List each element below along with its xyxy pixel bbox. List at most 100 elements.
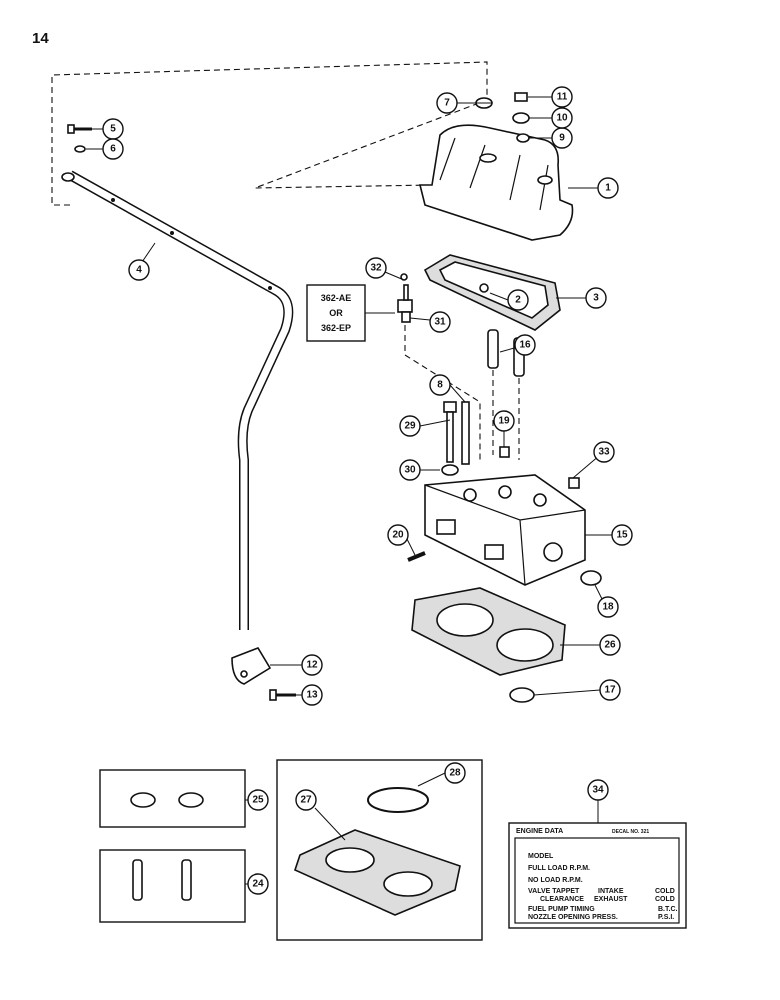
callout-29: 29	[399, 415, 421, 437]
model-note-line-1: 362-AE	[321, 293, 352, 303]
svg-text:4: 4	[136, 265, 142, 276]
callout-8: 8	[429, 374, 451, 396]
svg-text:15: 15	[616, 530, 628, 541]
callout-31: 31	[429, 311, 451, 333]
engine-data-intake: INTAKE	[598, 888, 624, 895]
callout-18: 18	[597, 596, 619, 618]
svg-text:13: 13	[306, 690, 318, 701]
model-note-line-2: OR	[329, 308, 343, 318]
callout-33: 33	[593, 441, 615, 463]
svg-text:20: 20	[392, 530, 404, 541]
callout-5: 5	[102, 118, 124, 140]
svg-text:28: 28	[449, 768, 461, 779]
svg-text:25: 25	[252, 795, 264, 806]
gasket-kit-box	[276, 759, 483, 941]
svg-text:8: 8	[437, 380, 443, 391]
model-note-line-3: 362-EP	[321, 323, 351, 333]
injector-sleeve	[580, 570, 602, 586]
callout-2: 2	[507, 289, 529, 311]
engine-data-no-load: NO LOAD R.P.M.	[528, 877, 583, 884]
engine-data-cold-2: COLD	[655, 896, 675, 903]
engine-data-btc: B.T.C.	[658, 906, 678, 913]
callout-30: 30	[399, 459, 421, 481]
callout-11: 11	[551, 86, 573, 108]
svg-text:5: 5	[110, 124, 116, 135]
head-plug	[568, 477, 580, 489]
dowel-pin	[407, 551, 426, 562]
svg-text:2: 2	[515, 295, 521, 306]
svg-text:3: 3	[593, 293, 599, 304]
svg-text:24: 24	[252, 879, 264, 890]
breather-fitting	[397, 284, 413, 323]
head-nut	[499, 446, 510, 458]
flange-screw	[269, 689, 296, 701]
cover-nut	[514, 92, 528, 102]
callout-16: 16	[514, 334, 536, 356]
head-gasket	[411, 587, 566, 676]
callout-7: 7	[436, 92, 458, 114]
kit-box-25	[99, 769, 246, 828]
callout-10: 10	[551, 107, 573, 129]
engine-data-decal: ENGINE DATA DECAL NO. 321 MODEL FULL LOA…	[508, 822, 687, 929]
callout-19: 19	[493, 410, 515, 432]
svg-text:1: 1	[605, 183, 611, 194]
cover-seal	[516, 133, 530, 143]
svg-text:9: 9	[559, 133, 565, 144]
head-studs	[443, 401, 470, 465]
cylinder-head	[424, 474, 586, 586]
svg-text:32: 32	[370, 263, 382, 274]
svg-text:17: 17	[604, 685, 616, 696]
model-note-box: 362-AE OR 362-EP	[306, 284, 366, 342]
callout-25: 25	[247, 789, 269, 811]
svg-text:31: 31	[434, 317, 446, 328]
svg-text:27: 27	[300, 795, 312, 806]
engine-data-valve-tappet: VALVE TAPPET	[528, 888, 580, 895]
cover-lock-washer	[512, 112, 530, 124]
svg-text:6: 6	[110, 144, 116, 155]
engine-data-decal-no: DECAL NO. 321	[612, 829, 649, 835]
svg-text:30: 30	[404, 465, 416, 476]
callout-26: 26	[599, 634, 621, 656]
svg-text:29: 29	[404, 421, 416, 432]
svg-text:10: 10	[556, 113, 568, 124]
svg-text:11: 11	[557, 92, 568, 103]
callout-32: 32	[365, 257, 387, 279]
callout-15: 15	[611, 524, 633, 546]
svg-text:18: 18	[602, 602, 614, 613]
rod-washer	[74, 145, 86, 153]
svg-text:7: 7	[444, 98, 450, 109]
engine-data-psi: P.S.I.	[658, 914, 674, 921]
callout-9: 9	[551, 127, 573, 149]
callout-6: 6	[102, 138, 124, 160]
engine-data-full-load: FULL LOAD R.P.M.	[528, 865, 590, 872]
callout-28: 28	[444, 762, 466, 784]
svg-text:33: 33	[598, 447, 610, 458]
svg-text:16: 16	[519, 340, 531, 351]
callout-27: 27	[295, 789, 317, 811]
engine-data-exhaust: EXHAUST	[594, 896, 628, 903]
svg-text:26: 26	[604, 640, 616, 651]
engine-data-nozzle: NOZZLE OPENING PRESS.	[528, 914, 618, 921]
breather-rod	[61, 170, 294, 630]
rod-flange	[231, 647, 272, 685]
stud-washer	[441, 464, 459, 476]
cover-nut-2	[479, 283, 489, 293]
page-number: 14	[32, 30, 49, 47]
callout-34: 34	[587, 779, 609, 801]
svg-text:12: 12	[306, 660, 318, 671]
callout-12: 12	[301, 654, 323, 676]
callout-4: 4	[128, 259, 150, 281]
valve-cover	[418, 124, 574, 241]
callout-20: 20	[387, 524, 409, 546]
engine-data-cold-1: COLD	[655, 888, 675, 895]
callout-13: 13	[301, 684, 323, 706]
callout-24: 24	[247, 873, 269, 895]
engine-data-header: ENGINE DATA	[516, 828, 563, 835]
assembly-line-rod-cover	[51, 61, 488, 206]
callout-3: 3	[585, 287, 607, 309]
svg-text:19: 19	[498, 416, 510, 427]
svg-text:34: 34	[592, 785, 604, 796]
engine-data-fuel-pump: FUEL PUMP TIMING	[528, 906, 595, 913]
seal-ring	[509, 687, 535, 703]
